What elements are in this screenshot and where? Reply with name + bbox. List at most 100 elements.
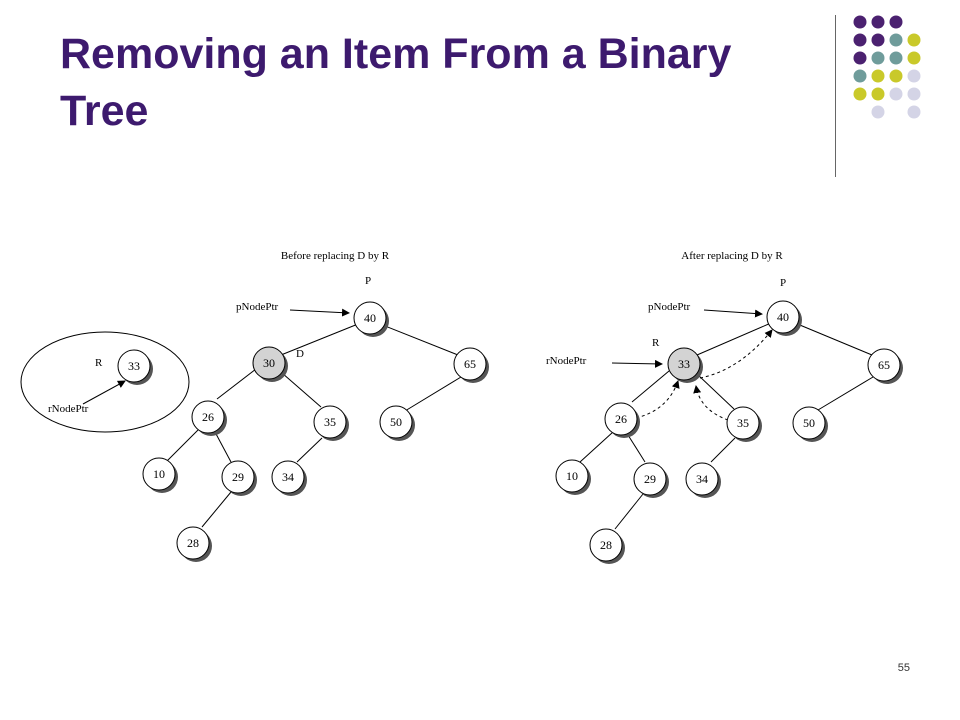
label-r: R (652, 337, 660, 349)
node-key: 35 (324, 415, 336, 429)
tree-node: 35 (726, 406, 762, 442)
node-key: 28 (600, 538, 612, 552)
diagram-caption: Before replacing D by R (281, 250, 390, 262)
tree-node: 28 (176, 526, 212, 562)
node-key: 35 (737, 416, 749, 430)
node-key: 65 (878, 358, 890, 372)
decor-dot (871, 51, 885, 65)
tree-node: 50 (379, 405, 415, 441)
decor-dot (871, 69, 885, 83)
decor-dot (907, 51, 921, 65)
tree-node: 26 (191, 400, 227, 436)
node-key: 34 (696, 472, 708, 486)
node-key: 34 (282, 470, 294, 484)
label-p: P (780, 277, 786, 289)
title-divider (835, 15, 836, 177)
tree-edge (296, 437, 323, 463)
decorative-dot-grid (853, 15, 921, 119)
tree-edge (166, 428, 200, 462)
label-rnodeptr: rNodePtr (48, 403, 89, 415)
tree-node: 34 (271, 460, 307, 496)
tree-node: 50 (792, 406, 828, 442)
decor-dot (907, 69, 921, 83)
tree-node: 10 (142, 457, 178, 493)
node-key: 28 (187, 536, 199, 550)
node-key: 10 (153, 467, 165, 481)
tree-edge (201, 491, 232, 528)
node-key: 40 (364, 311, 376, 325)
label-d: D (296, 348, 304, 360)
tree-node: 65 (453, 347, 489, 383)
label-pnodeptr: pNodePtr (236, 301, 279, 313)
rnodeptr-arrow (611, 359, 663, 368)
node-key: 65 (464, 357, 476, 371)
decor-dot (853, 15, 867, 29)
node-key: 50 (390, 415, 402, 429)
decor-dot (853, 51, 867, 65)
diagram-before: Before replacing D by R P pNodePtr D R r… (20, 250, 489, 562)
isolated-node-ellipse (20, 331, 190, 433)
node-key: 10 (566, 469, 578, 483)
tree-edge (710, 437, 736, 463)
slide-number: 55 (897, 662, 910, 674)
diagram-caption: After replacing D by R (681, 250, 783, 262)
node-key: 33 (678, 357, 690, 371)
tree-node-highlighted: 30 (252, 346, 288, 382)
decor-dot (907, 105, 921, 119)
tree-node: 28 (589, 528, 625, 564)
label-p: P (365, 275, 371, 287)
tree-edge (214, 431, 232, 463)
decor-dot (889, 33, 903, 47)
decor-dot (853, 69, 867, 83)
tree-edge (404, 376, 462, 412)
node-key: 50 (803, 416, 815, 430)
tree-node: 40 (353, 301, 389, 337)
tree-node-highlighted: 33 (667, 347, 703, 383)
node-key: 29 (644, 472, 656, 486)
relink-arrow-right-child (693, 385, 729, 421)
tree-edge (281, 372, 322, 408)
decor-dot (907, 33, 921, 47)
tree-node: 26 (604, 402, 640, 438)
tree-node: 34 (685, 462, 721, 498)
label-r: R (95, 357, 103, 369)
tree-edge (614, 493, 644, 530)
decor-dot (871, 33, 885, 47)
tree-edge (627, 434, 646, 463)
label-rnodeptr: rNodePtr (546, 355, 587, 367)
pnodeptr-arrow (289, 308, 350, 317)
relink-arrow-to-parent (699, 329, 773, 379)
tree-edge (817, 376, 874, 411)
relink-arrow-left-child (635, 380, 680, 419)
tree-node: 65 (867, 348, 903, 384)
node-key: 26 (615, 412, 627, 426)
tree-edge (379, 323, 459, 356)
tree-node: 40 (766, 300, 802, 336)
decor-dot (889, 69, 903, 83)
tree-edge (216, 368, 257, 400)
decor-dot (871, 87, 885, 101)
tree-edge (794, 322, 873, 356)
tree-node: 33 (117, 349, 153, 385)
node-key: 33 (128, 359, 140, 373)
tree-edge (631, 370, 670, 403)
tree-edge (280, 323, 359, 356)
tree-node: 29 (633, 462, 669, 498)
rnodeptr-arrow (82, 380, 126, 405)
decor-dot (889, 15, 903, 29)
decor-dot (889, 51, 903, 65)
tree-node: 29 (221, 460, 257, 496)
decor-dot (871, 105, 885, 119)
node-key: 29 (232, 470, 244, 484)
tree-edge (696, 322, 772, 356)
label-pnodeptr: pNodePtr (648, 301, 691, 313)
decor-dot (853, 33, 867, 47)
node-key: 30 (263, 356, 275, 370)
pnodeptr-arrow (703, 309, 763, 318)
decor-dot (853, 87, 867, 101)
slide-title: Removing an Item From a Binary Tree (60, 30, 732, 135)
tree-node: 35 (313, 405, 349, 441)
tree-edge (579, 431, 614, 463)
decor-dot (907, 87, 921, 101)
